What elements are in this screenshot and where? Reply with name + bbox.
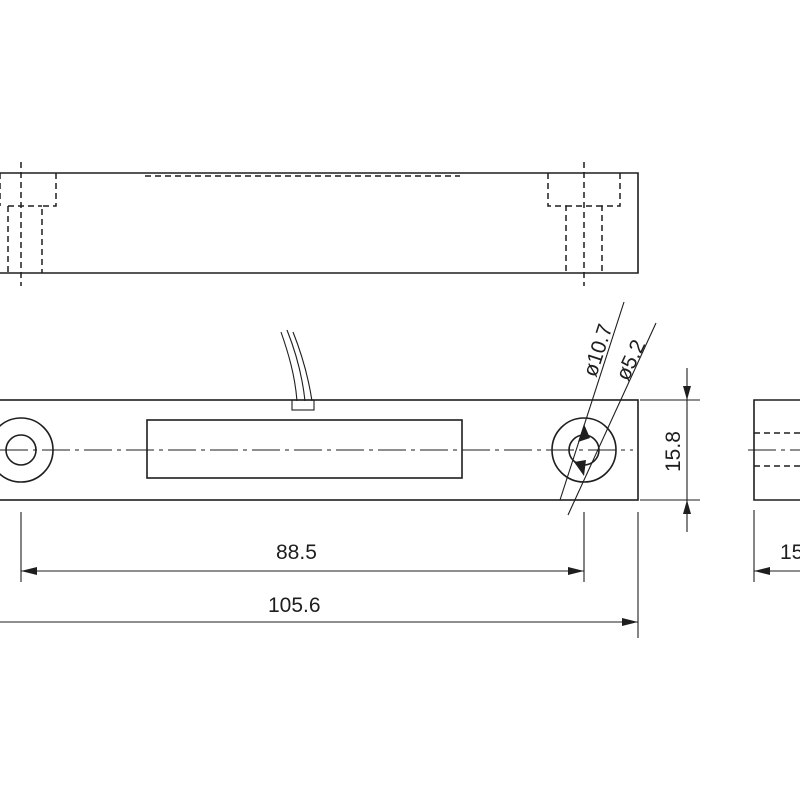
left-mounting-hole xyxy=(0,417,54,483)
top-view xyxy=(0,162,639,286)
height-dimension xyxy=(640,368,700,532)
top-view-right-hole-hidden xyxy=(547,162,621,286)
center-spacing-label: 88.5 xyxy=(276,541,317,564)
front-view xyxy=(0,329,639,501)
cable-lead xyxy=(280,329,315,411)
diameter-leaders xyxy=(559,301,657,516)
center-spacing-dimension xyxy=(20,512,585,582)
side-depth-label: 15 xyxy=(780,541,800,564)
front-view-body xyxy=(0,399,639,501)
front-view-center-slot xyxy=(146,419,463,479)
inner-diameter-label: ø5.2 xyxy=(612,336,651,384)
top-view-outline xyxy=(0,172,639,274)
height-label: 15.8 xyxy=(662,431,685,472)
outer-diameter-label: ø10.7 xyxy=(579,321,617,379)
overall-length-dimension xyxy=(0,512,639,638)
overall-length-label: 105.6 xyxy=(268,594,321,617)
top-view-left-hole-hidden xyxy=(0,162,57,286)
side-view xyxy=(748,399,800,582)
